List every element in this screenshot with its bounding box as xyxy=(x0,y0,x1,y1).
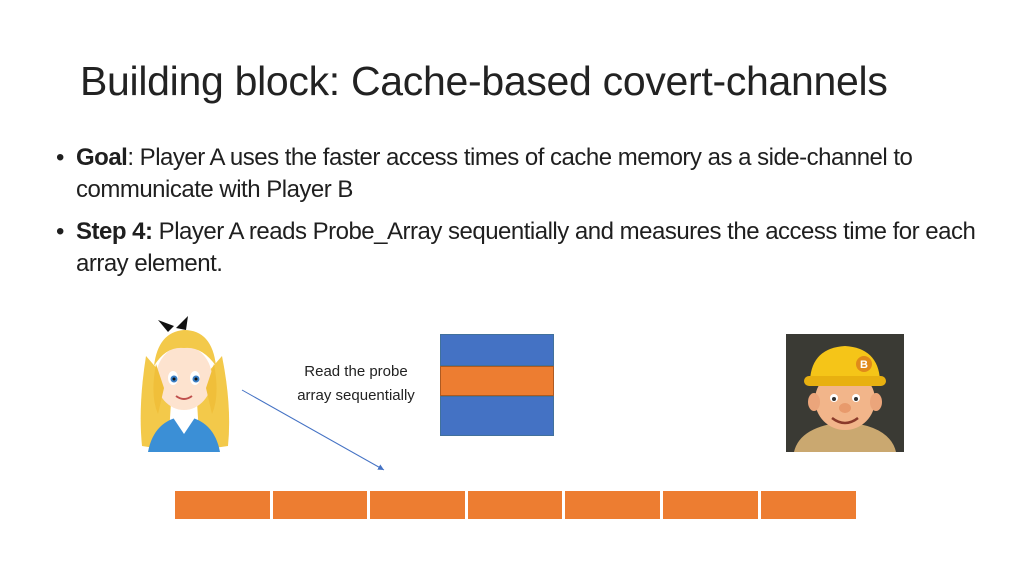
probe-array-cell xyxy=(466,490,565,520)
bullet-dot: • xyxy=(56,144,64,171)
bullet-dot: • xyxy=(56,218,64,245)
bullet-goal-label: Goal xyxy=(76,144,128,171)
bullet-list: • Goal: Player A uses the faster access … xyxy=(56,142,986,290)
caption-line-2: array sequentially xyxy=(297,387,415,404)
caption-line-1: Read the probe xyxy=(304,363,408,380)
cache-block-stack xyxy=(440,334,554,436)
probe-array-cell xyxy=(564,490,662,520)
player-a-avatar-icon xyxy=(140,316,230,452)
probe-array-cell xyxy=(174,490,272,520)
cache-block-top xyxy=(440,334,554,366)
cache-block-bottom xyxy=(440,396,554,436)
probe-array-cell xyxy=(759,490,858,520)
probe-array-cell xyxy=(271,490,370,520)
player-b-avatar-icon: B xyxy=(786,334,904,452)
bullet-goal: • Goal: Player A uses the faster access … xyxy=(56,142,986,206)
probe-array-cell xyxy=(661,490,760,520)
slide-title: Building block: Cache-based covert-chann… xyxy=(80,58,888,104)
bullet-step4: • Step 4: Player A reads Probe_Array seq… xyxy=(56,216,986,280)
bullet-step4-label: Step 4: xyxy=(76,218,153,245)
player-b-hat-badge: B xyxy=(860,359,868,371)
bullet-goal-text: : Player A uses the faster access times … xyxy=(76,144,913,203)
caption: Read the probe array sequentially xyxy=(278,360,434,408)
cache-block-highlighted xyxy=(440,366,554,396)
probe-array xyxy=(174,490,858,520)
bullet-step4-text: Player A reads Probe_Array sequentially … xyxy=(76,218,976,277)
probe-array-cell xyxy=(369,490,467,520)
